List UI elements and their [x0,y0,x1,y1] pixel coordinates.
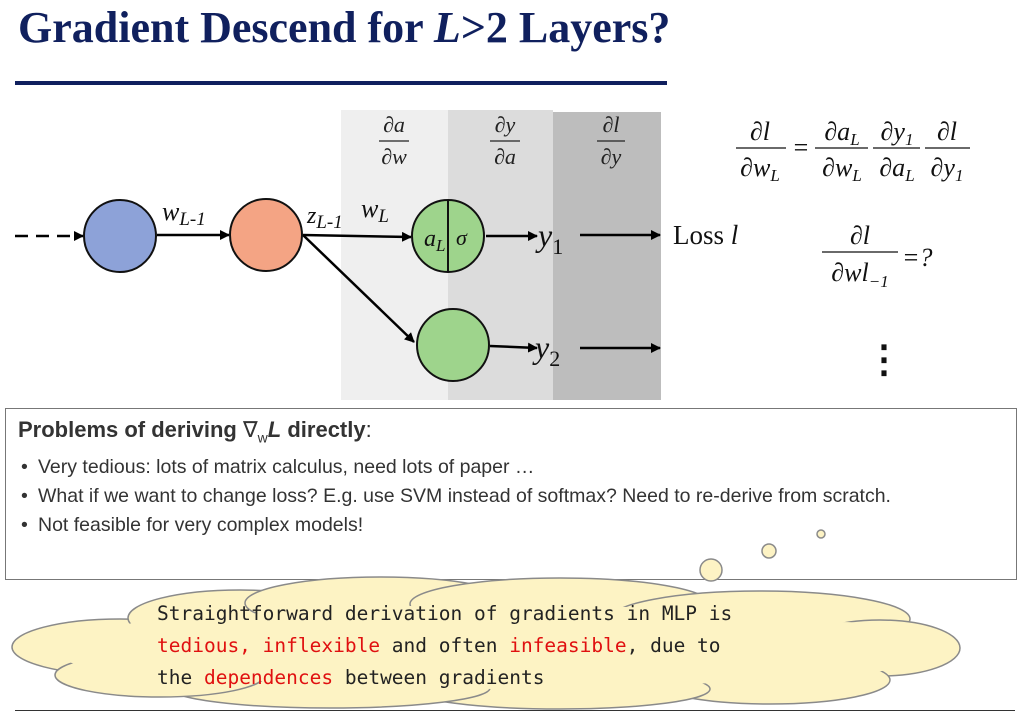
label-sigma: σ [456,225,468,250]
col1-numerator: ∂a [383,112,405,137]
label-w-prev: wL-1 [162,197,206,230]
problems-list: Very tedious: lots of matrix calculus, n… [18,453,1004,540]
eq1-f1-denominator: ∂wL [822,153,862,185]
eq1-f3-numerator: ∂l [937,117,957,146]
network-diagram: ∂a ∂w ∂y ∂a ∂l ∂y wL-1 zL-1 wL aL σ y1 y… [15,110,970,400]
eq2-numerator: ∂l [850,221,870,250]
node-blue [83,199,157,273]
highlight-tedious-inflexible: tedious, inflexible [157,634,381,657]
slide-title: Gradient Descend for L>2 Layers? [18,2,670,53]
col1-denominator: ∂w [381,144,407,169]
eq1-f3-denominator: ∂y1 [931,153,964,185]
eq1-lhs-numerator: ∂l [750,117,770,146]
node-orange [229,198,303,272]
eq2-denominator: ∂wl−1 [831,258,888,291]
cloud-line-1: Straightforward derivation of gradients … [157,602,733,625]
label-y1: y1 [535,217,563,259]
col2-numerator: ∂y [495,112,516,137]
title-prefix: Gradient Descend for [18,3,434,52]
col3-numerator: ∂l [603,112,620,137]
title-variable: L [433,3,461,52]
column-dark [553,112,661,400]
eq2-rhs: =? [902,243,933,272]
highlight-dependences: dependences [203,666,334,689]
label-w: wL [361,194,389,227]
problem-item: Not feasible for very complex models! [18,511,1004,540]
problem-item: Very tedious: lots of matrix calculus, n… [18,453,1004,482]
problem-item: What if we want to change loss? E.g. use… [18,482,1004,511]
col2-denominator: ∂a [494,144,516,169]
col3-denominator: ∂y [601,144,622,169]
title-underline [15,81,667,85]
label-z: zL-1 [306,203,343,233]
label-a: aL [424,226,445,255]
cloud-text: Straightforward derivation of gradients … [157,598,857,694]
loss-label: Loss l [673,220,738,250]
cloud-line-3: the dependences between gradients [157,666,545,689]
highlight-infeasible: infeasible [509,634,627,657]
eq1-equals: = [794,133,809,162]
cloud-line-2: tedious, inflexible and often infeasible… [157,634,721,657]
edge-to-lower-node [302,234,415,343]
title-suffix: >2 Layers? [460,3,671,52]
eq1-f1-numerator: ∂aL [824,117,859,149]
problems-box: Problems of deriving ∇wL directly: Very … [5,408,1017,580]
eq1-f2-numerator: ∂y1 [881,117,914,149]
bottom-divider [15,710,1015,711]
node-green-lower [416,308,490,382]
edge-wL [302,231,412,242]
eq1-f2-denominator: ∂aL [879,153,914,185]
problems-heading: Problems of deriving ∇wL directly: [18,417,372,446]
label-y2: y2 [532,329,560,371]
eq1-lhs-denominator: ∂wL [740,153,780,185]
vertical-dots: ⋮ [865,339,903,381]
edge-to-y2 [489,342,538,353]
